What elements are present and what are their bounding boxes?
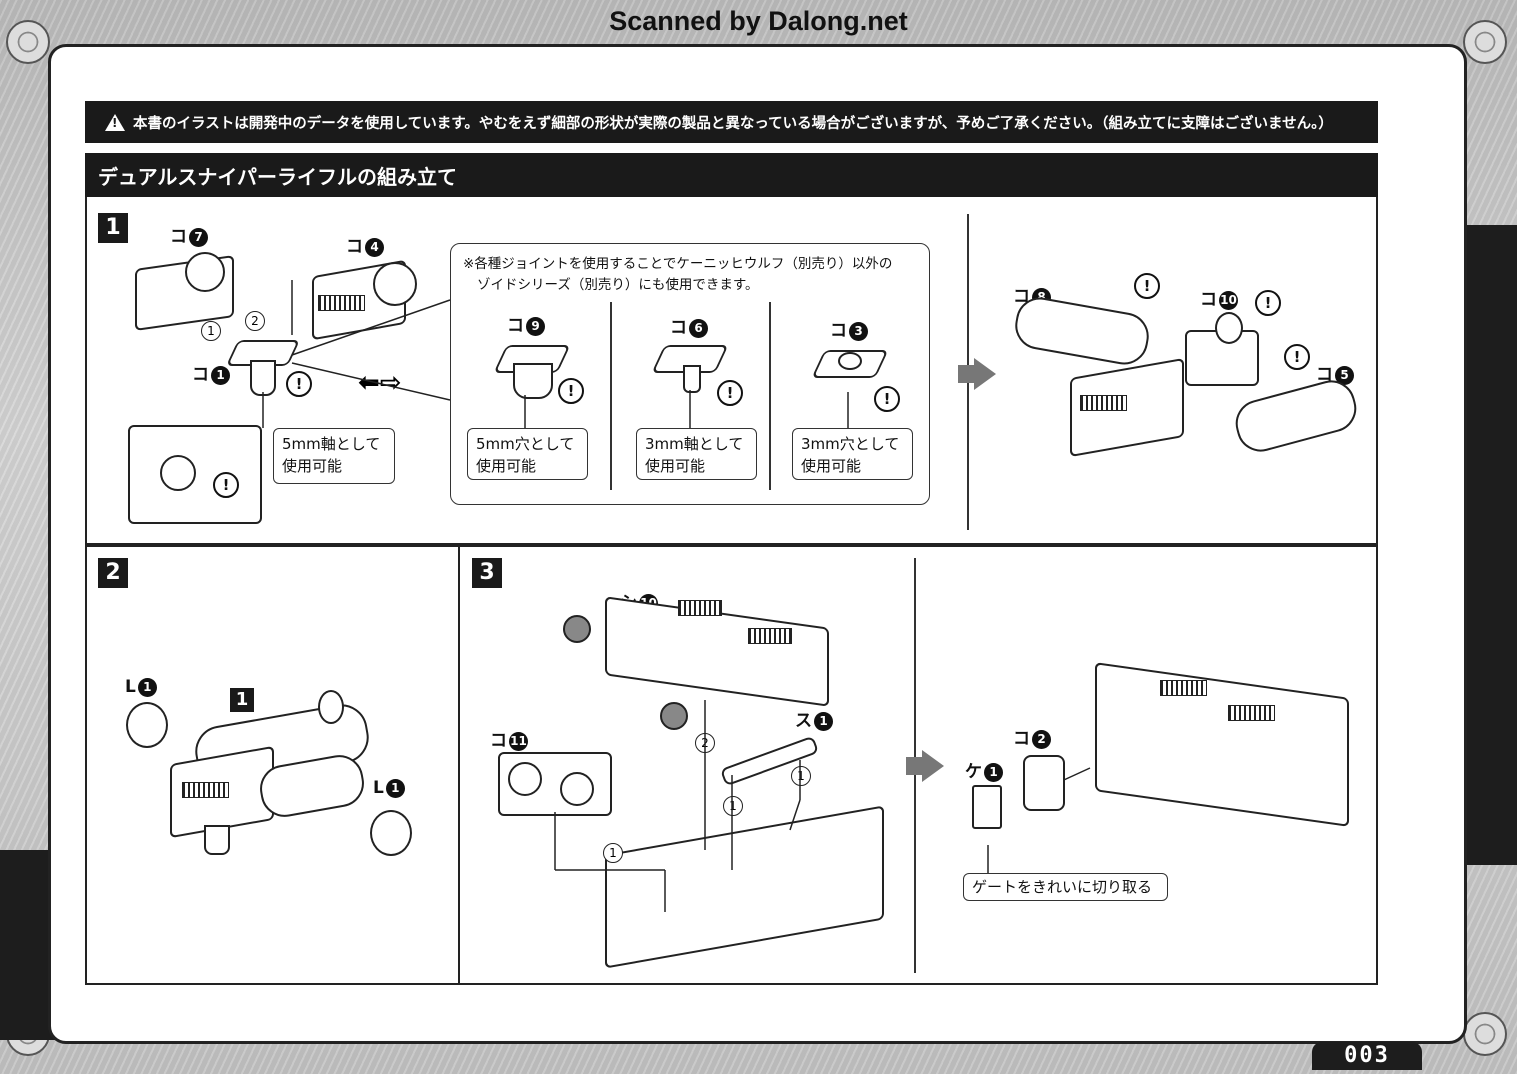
next-arrow-icon (974, 358, 996, 390)
callout-3mm-hole: 3mm穴として使用可能 (792, 428, 913, 480)
rifle-ridge (1228, 705, 1275, 721)
sequence-marker: 1 (201, 321, 221, 341)
step-badge: 2 (98, 558, 128, 588)
part-ke1-drawing (972, 785, 1002, 829)
callout-5mm-axis: 5mm軸として使用可能 (273, 428, 395, 484)
part-ko4-grip (318, 295, 365, 311)
joint-ko3-hole (838, 352, 862, 370)
cap-l1-bottom (370, 810, 412, 856)
next-arrow-icon (958, 365, 974, 383)
note-divider (610, 302, 612, 490)
joint-note: ※各種ジョイントを使用することでケーニッヒウルフ（別売り）以外のゾイドシリーズ（… (463, 256, 893, 293)
cap-l1-top (126, 702, 168, 748)
ko11-hole (508, 762, 542, 796)
step-badge: 3 (472, 558, 502, 588)
step-badge: 1 (98, 213, 128, 243)
caution-icon: ! (717, 380, 743, 406)
paint-marker-icon (660, 702, 688, 730)
result-part-ko10-post (1215, 312, 1243, 344)
joint-ko9-body (513, 363, 553, 399)
part-ko7-ring (185, 252, 225, 292)
rifle-ridge (1160, 680, 1207, 696)
sequence-marker: 1 (603, 843, 623, 863)
notice-text: 本書のイラストは開発中のデータを使用しています。やむをえず細部の形状が実際の製品… (133, 115, 1333, 132)
caution-icon: ! (558, 378, 584, 404)
result-part-grip (1080, 395, 1127, 411)
caution-icon: ! (1134, 273, 1160, 299)
callout-5mm-hole: 5mm穴として使用可能 (467, 428, 588, 480)
part-ko4-ring (373, 262, 417, 306)
step1-panel (85, 197, 1378, 545)
next-arrow-icon (922, 750, 944, 782)
caution-icon: ! (874, 386, 900, 412)
sequence-marker: 1 (723, 796, 743, 816)
assembly-foot (204, 825, 230, 855)
scan-credit: Scanned by Dalong.net (609, 6, 908, 36)
corner-bolt-icon (1463, 20, 1507, 64)
part-ko2-drawing (1023, 755, 1065, 811)
paint-marker-icon (563, 615, 591, 643)
caution-icon: ! (1284, 344, 1310, 370)
joint-note-box: ※各種ジョイントを使用することでケーニッヒウルフ（別売り）以外のゾイドシリーズ（… (450, 243, 930, 505)
assembly-grip (182, 782, 229, 798)
reference-badge: 1 (230, 688, 254, 712)
notice-bar: 本書のイラストは開発中のデータを使用しています。やむをえず細部の形状が実際の製品… (85, 101, 1378, 143)
callout-gate: ゲートをきれいに切り取る (963, 873, 1168, 901)
next-arrow-icon (906, 757, 922, 775)
sequence-marker: 1 (791, 766, 811, 786)
part-ko1-shaft (250, 360, 276, 396)
sequence-marker: 2 (245, 311, 265, 331)
callout-3mm-axis: 3mm軸として使用可能 (636, 428, 757, 480)
note-divider (769, 302, 771, 490)
assembly-post (318, 690, 344, 724)
ko11-hole (560, 772, 594, 806)
caution-icon: ! (286, 371, 312, 397)
caution-icon: ! (213, 472, 239, 498)
caution-icon: ! (1255, 290, 1281, 316)
joint-ko6-shaft (683, 365, 701, 393)
corner-bolt-icon (6, 20, 50, 64)
detail-hole-drawing (160, 455, 196, 491)
section-title: デュアルスナイパーライフルの組み立て (85, 153, 1378, 197)
shi10-ridge (748, 628, 792, 644)
shi10-ridge (678, 600, 722, 616)
warning-icon (105, 113, 125, 131)
page-number: 003 (1312, 1042, 1422, 1070)
